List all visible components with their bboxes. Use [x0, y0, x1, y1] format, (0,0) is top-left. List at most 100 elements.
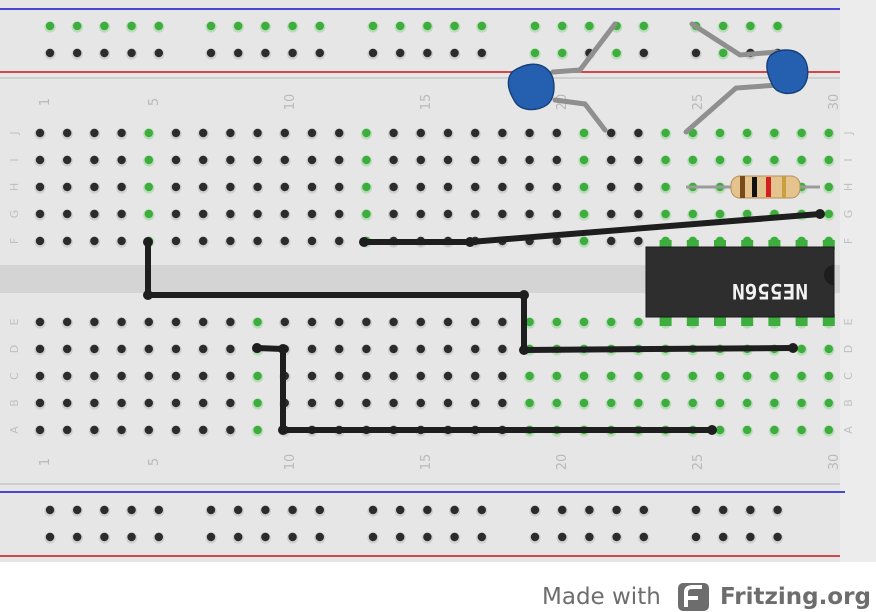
- breadboard-hole[interactable]: [333, 371, 345, 383]
- breadboard-hole[interactable]: [823, 209, 835, 221]
- breadboard-hole[interactable]: [116, 209, 128, 221]
- breadboard-hole[interactable]: [143, 128, 155, 140]
- breadboard-hole[interactable]: [367, 532, 379, 544]
- breadboard-hole[interactable]: [524, 182, 536, 194]
- breadboard-hole[interactable]: [394, 505, 406, 517]
- breadboard-hole[interactable]: [116, 182, 128, 194]
- breadboard-hole[interactable]: [717, 48, 729, 60]
- breadboard-hole[interactable]: [98, 21, 110, 33]
- breadboard-hole[interactable]: [638, 505, 650, 517]
- breadboard-hole[interactable]: [44, 21, 56, 33]
- breadboard-hole[interactable]: [415, 155, 427, 167]
- breadboard-hole[interactable]: [660, 155, 672, 167]
- breadboard-hole[interactable]: [61, 425, 73, 437]
- breadboard-hole[interactable]: [741, 128, 753, 140]
- breadboard-hole[interactable]: [34, 155, 46, 167]
- breadboard-hole[interactable]: [153, 48, 165, 60]
- breadboard-hole[interactable]: [126, 532, 138, 544]
- breadboard-hole[interactable]: [34, 425, 46, 437]
- breadboard-hole[interactable]: [388, 128, 400, 140]
- breadboard-hole[interactable]: [524, 155, 536, 167]
- breadboard-hole[interactable]: [360, 182, 372, 194]
- breadboard-hole[interactable]: [415, 344, 427, 356]
- breadboard-hole[interactable]: [744, 532, 757, 544]
- breadboard-hole[interactable]: [551, 371, 563, 383]
- breadboard-hole[interactable]: [551, 209, 563, 221]
- breadboard-hole[interactable]: [252, 425, 264, 437]
- ic-chip[interactable]: NE556N: [645, 240, 835, 326]
- breadboard-hole[interactable]: [744, 505, 757, 517]
- breadboard-hole[interactable]: [197, 425, 209, 437]
- breadboard-hole[interactable]: [143, 155, 155, 167]
- breadboard-hole[interactable]: [556, 21, 568, 33]
- breadboard-hole[interactable]: [578, 317, 590, 329]
- breadboard-hole[interactable]: [306, 155, 318, 167]
- breadboard-hole[interactable]: [143, 425, 155, 437]
- breadboard-hole[interactable]: [578, 236, 590, 248]
- breadboard-hole[interactable]: [143, 182, 155, 194]
- breadboard-hole[interactable]: [360, 128, 372, 140]
- breadboard-hole[interactable]: [394, 21, 406, 33]
- resistor[interactable]: [686, 175, 820, 199]
- breadboard-hole[interactable]: [388, 317, 400, 329]
- breadboard-hole[interactable]: [442, 182, 454, 194]
- breadboard-hole[interactable]: [388, 209, 400, 221]
- breadboard-hole[interactable]: [314, 532, 326, 544]
- breadboard-hole[interactable]: [252, 209, 264, 221]
- breadboard-hole[interactable]: [116, 371, 128, 383]
- breadboard-hole[interactable]: [421, 21, 433, 33]
- breadboard-hole[interactable]: [638, 532, 650, 544]
- breadboard-hole[interactable]: [197, 155, 209, 167]
- breadboard-hole[interactable]: [632, 209, 645, 221]
- breadboard-hole[interactable]: [442, 344, 454, 356]
- breadboard-hole[interactable]: [306, 128, 318, 140]
- breadboard-hole[interactable]: [306, 317, 318, 329]
- breadboard-hole[interactable]: [469, 398, 481, 410]
- breadboard-hole[interactable]: [88, 425, 100, 437]
- breadboard-hole[interactable]: [632, 398, 645, 410]
- breadboard-hole[interactable]: [367, 21, 379, 33]
- breadboard-hole[interactable]: [61, 344, 73, 356]
- breadboard-hole[interactable]: [469, 344, 481, 356]
- breadboard-hole[interactable]: [717, 532, 729, 544]
- breadboard-hole[interactable]: [421, 505, 433, 517]
- breadboard-hole[interactable]: [823, 155, 835, 167]
- breadboard-hole[interactable]: [333, 344, 345, 356]
- breadboard-hole[interactable]: [197, 209, 209, 221]
- breadboard-hole[interactable]: [333, 155, 345, 167]
- breadboard-hole[interactable]: [556, 532, 568, 544]
- breadboard-hole[interactable]: [61, 317, 73, 329]
- breadboard-hole[interactable]: [632, 236, 645, 248]
- breadboard-hole[interactable]: [71, 532, 83, 544]
- breadboard-hole[interactable]: [421, 48, 433, 60]
- breadboard-hole[interactable]: [44, 532, 56, 544]
- breadboard-hole[interactable]: [388, 182, 400, 194]
- breadboard-hole[interactable]: [714, 398, 726, 410]
- breadboard-hole[interactable]: [578, 209, 590, 221]
- breadboard-hole[interactable]: [415, 398, 427, 410]
- breadboard-hole[interactable]: [714, 128, 726, 140]
- breadboard-hole[interactable]: [232, 505, 244, 517]
- breadboard-hole[interactable]: [449, 21, 461, 33]
- breadboard-hole[interactable]: [259, 21, 271, 33]
- breadboard-hole[interactable]: [823, 425, 835, 437]
- breadboard-hole[interactable]: [252, 398, 264, 410]
- breadboard-hole[interactable]: [605, 182, 617, 194]
- breadboard-hole[interactable]: [333, 209, 345, 221]
- wire-2[interactable]: [254, 345, 715, 433]
- breadboard-hole[interactable]: [224, 182, 236, 194]
- breadboard-hole[interactable]: [143, 398, 155, 410]
- breadboard-hole[interactable]: [660, 182, 672, 194]
- breadboard-hole[interactable]: [34, 209, 46, 221]
- breadboard-hole[interactable]: [143, 371, 155, 383]
- breadboard-hole[interactable]: [88, 344, 100, 356]
- breadboard-hole[interactable]: [687, 209, 699, 221]
- breadboard-hole[interactable]: [306, 182, 318, 194]
- breadboard-hole[interactable]: [768, 398, 781, 410]
- breadboard-hole[interactable]: [224, 317, 236, 329]
- breadboard-hole[interactable]: [279, 209, 291, 221]
- breadboard-hole[interactable]: [583, 532, 596, 544]
- breadboard-hole[interactable]: [551, 155, 563, 167]
- breadboard-hole[interactable]: [279, 128, 291, 140]
- breadboard-hole[interactable]: [360, 317, 372, 329]
